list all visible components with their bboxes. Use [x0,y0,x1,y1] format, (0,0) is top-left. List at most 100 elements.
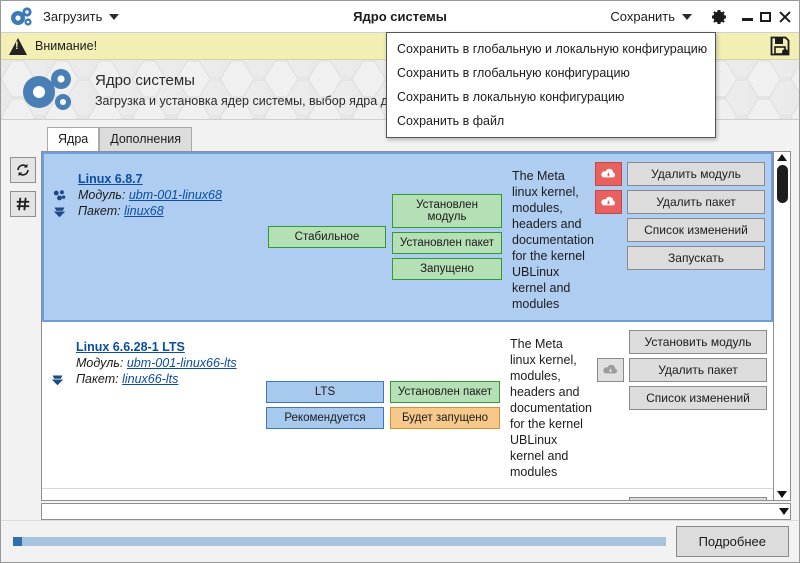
details-button[interactable]: Подробнее [675,526,789,557]
tab-kernels[interactable]: Ядра [47,127,100,151]
table-row[interactable]: Linux 6.6.23 RT LTS Модуль: ubm-001-linu… [42,489,773,500]
package-icon [53,207,66,218]
package-label: Пакет: [78,204,121,218]
kernel-badges-left: Реальное время LTS Не поддерживается [266,497,384,500]
vertical-scrollbar[interactable] [773,152,790,500]
install-module-button[interactable]: Установить модуль [629,497,767,500]
chevron-down-icon [682,13,692,20]
kernel-description: The Meta linux kernel, modules, headers … [510,337,593,479]
kernel-badges-left: Стабильное [268,162,386,312]
status-badge: Установлен пакет [390,381,500,403]
close-icon[interactable] [778,10,791,23]
package-link[interactable]: linux68 [124,204,164,218]
table-row[interactable]: Linux 6.8.7 Модуль: ubm-001-linux68 Паке… [42,152,773,322]
kernel-info: Linux 6.6.28-1 LTS Модуль: ubm-001-linux… [50,330,260,480]
refresh-button[interactable] [10,157,36,183]
minimize-icon[interactable] [742,18,753,21]
kernel-info: Linux 6.8.7 Модуль: ubm-001-linux68 Паке… [52,162,262,312]
status-badge: Установлен пакет [392,232,502,254]
scrollbar-thumb[interactable] [776,165,788,203]
menu-item-save-file[interactable]: Сохранить в файл [397,114,505,128]
remove-package-button[interactable]: Удалить пакет [629,358,767,382]
action-row: Установить модуль [597,330,767,354]
status-badge: Рекомендуется [266,407,384,429]
kernel-actions: Установить модуль Установить пакет [597,497,767,500]
module-icon [53,190,66,201]
kernel-module-line: Модуль: ubm-001-linux66-lts [76,356,237,370]
changelog-button[interactable]: Список изменений [629,386,767,410]
table-row[interactable]: Linux 6.6.28-1 LTS Модуль: ubm-001-linux… [42,322,773,489]
chevron-down-icon [109,13,120,20]
status-badge: Будет запущено [390,407,500,429]
action-row: Удалить пакет [597,358,767,382]
status-badge: Установлен модуль [392,194,502,228]
load-menu-button[interactable]: Загрузить [35,6,127,27]
menu-item-save-local[interactable]: Сохранить в локальную конфигурацию [397,90,625,104]
package-label: Пакет: [76,372,119,386]
action-row: Список изменений [595,218,765,242]
load-menu-label: Загрузить [43,9,103,24]
kernel-name-link[interactable]: Linux 6.8.7 [78,172,143,186]
window-controls [742,10,791,23]
kernel-list-pane: Linux 6.8.7 Модуль: ubm-001-linux68 Паке… [41,151,791,501]
cloud-download-icon[interactable] [595,190,622,214]
tab-extras[interactable]: Дополнения [99,127,193,151]
remove-module-button[interactable]: Удалить модуль [627,162,765,186]
refresh-icon [17,163,29,177]
module-link[interactable]: ubm-001-linux68 [128,188,222,202]
install-module-button[interactable]: Установить модуль [629,330,767,354]
status-footer: Подробнее [1,520,799,562]
run-button[interactable]: Запускать [627,246,765,270]
scroll-up-icon[interactable] [777,154,787,161]
save-menu-button[interactable]: Сохранить [602,6,700,27]
action-row: Удалить пакет [595,190,765,214]
action-row: Список изменений [597,386,767,410]
kernel-texts: Linux 6.8.7 Модуль: ubm-001-linux68 Паке… [78,172,222,312]
action-row: Удалить модуль [595,162,765,186]
progress-bar [13,537,666,546]
cloud-download-icon[interactable] [595,162,622,186]
save-menu-label: Сохранить [610,9,675,24]
kernel-badges-right: Установлен пакет Будет запущено [390,330,500,480]
warning-text: Внимание! [35,39,98,53]
tab-bar: Ядра Дополнения [1,126,799,151]
save-dropdown-menu[interactable]: Сохранить в глобальную и локальную конфи… [386,32,716,138]
module-label: Модуль: [76,356,124,370]
action-row: Установить модуль [597,497,767,500]
banner-title: Ядро системы [95,71,195,89]
scroll-down-icon[interactable] [779,508,789,515]
menu-item-save-global[interactable]: Сохранить в глобальную конфигурацию [397,66,630,80]
cloud-download-icon[interactable] [597,358,624,382]
status-badge: Запущено [392,258,502,280]
hash-icon [16,197,30,211]
module-link[interactable]: ubm-001-linux66-lts [126,356,237,370]
status-badge: Стабильное [268,226,386,248]
kernel-texts: Linux 6.6.28-1 LTS Модуль: ubm-001-linux… [76,340,237,480]
scroll-down-icon[interactable] [777,491,787,498]
floppy-save-icon[interactable] [769,35,791,57]
settings-gear-icon[interactable] [710,8,728,26]
horizontal-scrollbar[interactable] [41,503,791,520]
kernel-name-link[interactable]: Linux 6.6.28-1 LTS [76,340,185,354]
package-link[interactable]: linux66-lts [122,372,179,386]
kernel-badges-left: LTS Рекомендуется [266,330,384,480]
menu-item-save-global-local[interactable]: Сохранить в глобальную и локальную конфи… [397,42,708,56]
banner-gears-icon [17,66,79,114]
app-gears-icon [9,5,35,29]
side-toolbar [5,151,41,501]
remove-package-button[interactable]: Удалить пакет [627,190,765,214]
hash-button[interactable] [10,191,36,217]
maximize-icon[interactable] [760,11,771,22]
content-area: Linux 6.8.7 Модуль: ubm-001-linux68 Паке… [1,151,799,501]
kernel-badges-right [390,497,500,500]
kernel-module-line: Модуль: ubm-001-linux68 [78,188,222,202]
kernel-package-line: Пакет: linux68 [78,204,222,218]
package-icon [51,375,64,386]
changelog-button[interactable]: Список изменений [627,218,765,242]
kernel-info: Linux 6.6.23 RT LTS Модуль: ubm-001-linu… [50,497,260,500]
status-badge: LTS [266,381,384,403]
warning-triangle-icon [9,37,27,55]
title-bar: Загрузить Ядро системы Сохранить [1,1,799,33]
kernel-description: The Meta linux kernel, modules, headers … [512,169,595,311]
